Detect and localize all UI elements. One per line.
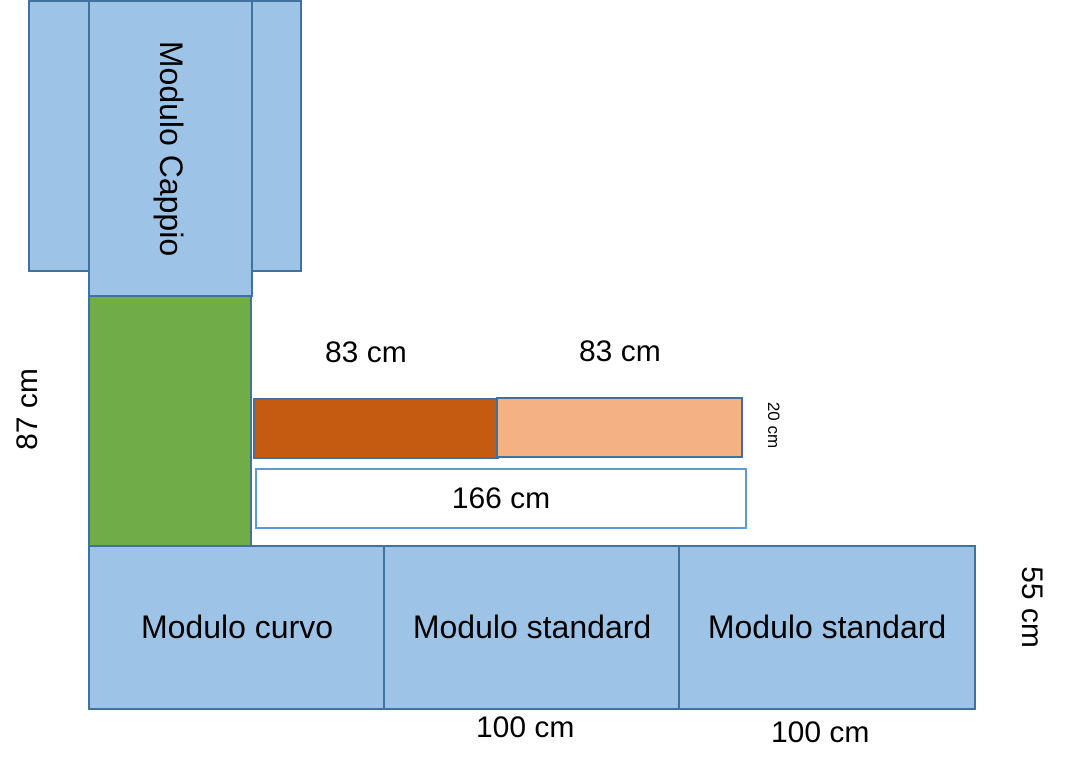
cappio-left-wing	[28, 0, 92, 272]
module-standard-2-label: Modulo standard	[707, 609, 947, 645]
module-standard-2: Modulo standard	[678, 545, 976, 710]
module-cappio-label: Modulo Cappio	[153, 40, 189, 257]
panel-light-orange	[496, 397, 743, 458]
module-standard-1: Modulo standard	[383, 545, 681, 710]
bottom-depth-label: 55 cm	[1014, 566, 1048, 648]
panel-depth-label: 20 cm	[764, 401, 784, 449]
module-curvo: Modulo curvo	[88, 545, 386, 710]
module-standard-1-label: Modulo standard	[412, 609, 652, 645]
panel-2-width-label: 83 cm	[579, 335, 661, 368]
total-width-label: 166 cm	[451, 481, 551, 515]
standard-2-width-label: 100 cm	[771, 716, 870, 749]
green-height-label: 87 cm	[10, 368, 44, 450]
total-width-box: 166 cm	[255, 468, 747, 529]
module-cappio: Modulo Cappio	[88, 0, 253, 297]
cappio-right-wing	[250, 0, 302, 272]
module-curvo-label: Modulo curvo	[140, 609, 334, 645]
green-block	[88, 295, 252, 548]
standard-1-width-label: 100 cm	[476, 711, 575, 744]
panel-1-width-label: 83 cm	[325, 336, 407, 369]
panel-dark-orange	[253, 398, 499, 459]
